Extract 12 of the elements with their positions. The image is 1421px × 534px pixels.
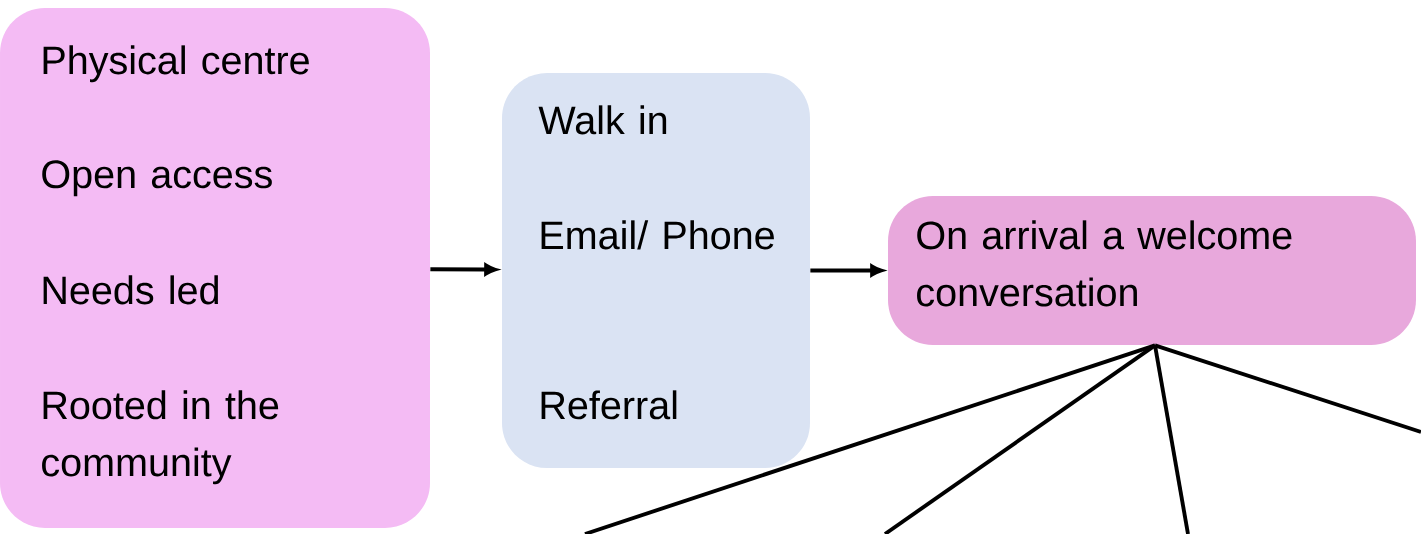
connector (584, 343, 1156, 534)
connector (1153, 345, 1190, 534)
box-text: Email/ Phone (541, 220, 774, 250)
box-text: Rooted in the community (42, 390, 279, 485)
box-text: On arrival a welcome conversation (917, 220, 1292, 307)
box-text: Physical centre (43, 45, 309, 83)
box-text: Walk in (538, 105, 667, 135)
box-text: Needs led (43, 275, 218, 305)
box-text: Open access (42, 160, 272, 197)
box-text: Referral (541, 390, 677, 420)
connector (1154, 343, 1421, 434)
connector (883, 343, 1157, 534)
